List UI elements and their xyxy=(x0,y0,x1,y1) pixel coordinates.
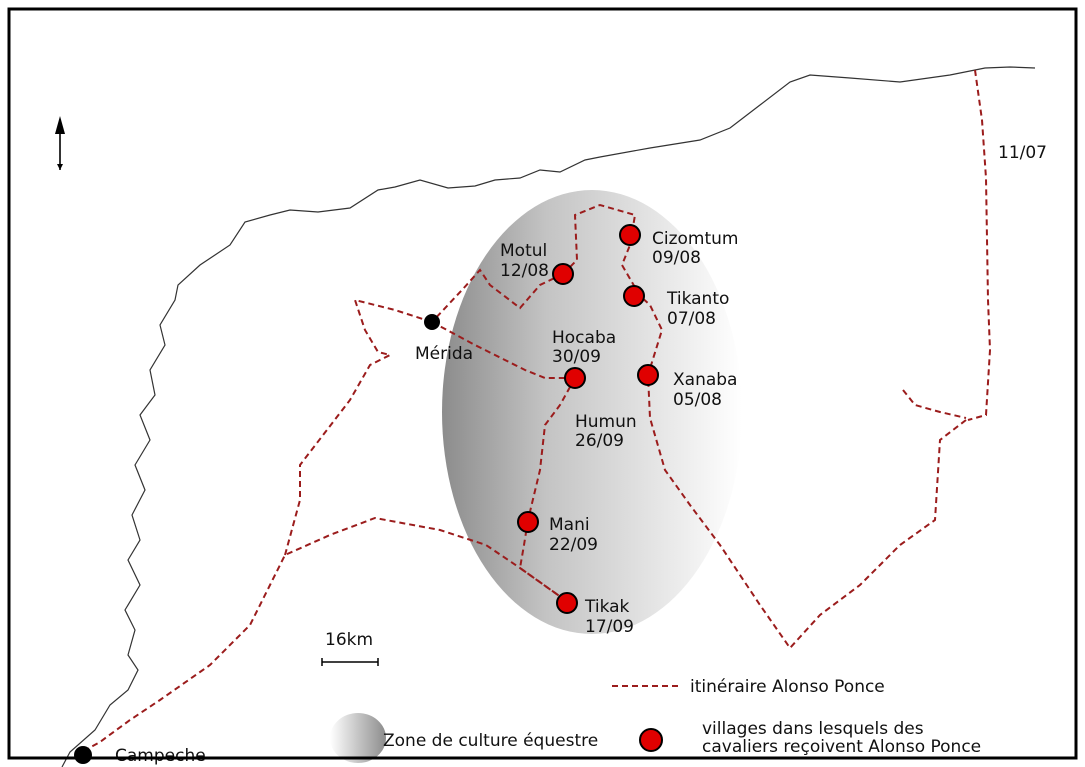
legend: itinéraire Alonso Ponce Zone de culture … xyxy=(330,677,981,763)
village-name: Tikanto xyxy=(666,289,729,309)
city-marker xyxy=(74,746,92,764)
village-xanaba: Xanaba 05/08 xyxy=(637,364,737,410)
village-hocaba: Hocaba 30/09 xyxy=(552,328,616,389)
village-date: 07/08 xyxy=(667,309,716,329)
coastline xyxy=(61,66,1036,767)
village-name: Hocaba xyxy=(552,328,616,348)
village-name: Mani xyxy=(549,515,590,535)
village-humun: Humun 26/09 xyxy=(575,412,637,451)
village-name: Tikak xyxy=(584,597,630,617)
village-date: 12/08 xyxy=(500,261,549,281)
village-tikak: Tikak 17/09 xyxy=(556,592,634,637)
legend-village-swatch xyxy=(639,728,663,752)
village-date: 26/09 xyxy=(575,431,624,451)
village-name: Humun xyxy=(575,412,637,432)
village-tikanto: Tikanto 07/08 xyxy=(623,285,729,329)
legend-route-item: itinéraire Alonso Ponce xyxy=(612,677,885,697)
village-marker xyxy=(556,592,578,614)
village-name: Cizomtum xyxy=(652,229,738,249)
scale-bar: 16km xyxy=(321,630,379,666)
village-cizomtum: Cizomtum 09/08 xyxy=(619,224,738,268)
route-date-label: 11/07 xyxy=(998,143,1047,163)
village-mani: Mani 22/09 xyxy=(517,511,598,555)
scale-label: 16km xyxy=(325,630,373,650)
city-label: Campeche xyxy=(115,746,206,766)
city-merida: Mérida xyxy=(415,314,473,364)
village-date: 22/09 xyxy=(549,535,598,555)
village-date: 30/09 xyxy=(552,347,601,367)
city-marker xyxy=(424,314,440,330)
village-marker xyxy=(564,367,586,389)
legend-zone-item: Zone de culture équestre xyxy=(330,713,598,763)
legend-zone-label: Zone de culture équestre xyxy=(383,731,598,751)
village-name: Xanaba xyxy=(673,370,737,390)
north-arrow-icon xyxy=(55,116,65,170)
village-motul: Motul 12/08 xyxy=(500,241,574,285)
village-marker xyxy=(619,224,641,246)
village-date: 09/08 xyxy=(652,248,701,268)
village-marker xyxy=(552,263,574,285)
legend-village-label-line1: villages dans lesquels des xyxy=(702,719,924,739)
legend-zone-swatch xyxy=(330,713,386,763)
village-marker xyxy=(517,511,539,533)
village-marker xyxy=(623,285,645,307)
village-date: 17/09 xyxy=(585,617,634,637)
legend-village-item: villages dans lesquels des cavaliers reç… xyxy=(639,719,981,757)
legend-village-label-line2: cavaliers reçoivent Alonso Ponce xyxy=(702,737,981,757)
map-frame xyxy=(7,7,1078,760)
village-name: Motul xyxy=(500,241,547,261)
city-label: Mérida xyxy=(415,344,473,364)
village-marker xyxy=(637,364,659,386)
village-date: 05/08 xyxy=(673,390,722,410)
equestrian-zone xyxy=(442,190,742,634)
legend-route-label: itinéraire Alonso Ponce xyxy=(690,677,885,697)
